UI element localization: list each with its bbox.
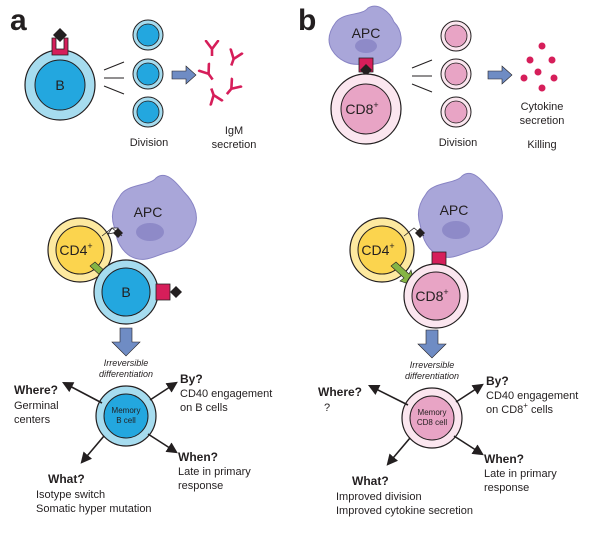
antigen-diamond-icon [360,64,372,76]
division-lines [411,59,433,93]
igm-antibody-icon [220,77,243,100]
when-answer-1: Late in primary [178,466,251,478]
igm-antibody-icon [224,48,244,69]
cytokine-dot-icon [538,42,546,50]
division-lines [103,61,125,95]
panel-b-top: APC CD8+ Division Cytokine secretion [328,5,565,151]
b-cell-label: B [121,284,130,300]
secretion-arrow [171,65,197,85]
cd8-label: CD8+ [345,100,378,117]
by-answer-1: CD40 engagement [180,388,272,400]
killing-label: Killing [527,139,556,151]
what-answer-1: Isotype switch [36,489,105,501]
by-question: By? [180,372,203,386]
memory-cd8-cell-inner [409,395,455,441]
receptor-icon [155,283,171,301]
when-question: When? [178,450,218,464]
igm-antibodies [197,40,244,106]
when-answer-2: response [178,480,223,492]
cd8-cell-label-memory: CD8 cell [417,418,447,427]
igm-label: IgM [225,125,243,137]
division-label: Division [439,137,478,149]
cytokine-dot-icon [548,56,556,64]
cytokine-dot-icon [520,74,528,82]
by-question: By? [486,374,509,388]
differentiation-label: differentiation [405,371,459,381]
apc-label: APC [440,202,469,218]
panel-a-top: B Division IgM secretion [24,19,257,151]
apc-label: APC [134,204,163,220]
memory-label: Memory [112,406,141,415]
cd4-cell-inner [357,225,407,275]
secretion-label: secretion [520,115,565,127]
memory-arrows [367,383,484,466]
what-answer-1: Improved division [336,491,422,503]
igm-antibody-icon [204,85,224,106]
when-answer-1: Late in primary [484,468,557,480]
igm-antibody-icon [204,40,220,56]
when-answer-2: response [484,482,529,494]
memory-b-cell-inner [103,393,149,439]
what-question: What? [48,472,85,486]
panel-b-bottom: APC CD4+ CD8+ Irreversible differentiati… [318,172,578,517]
memory-label: Memory [418,408,447,417]
where-answer: ? [324,402,330,414]
apc-nucleus [136,223,164,241]
where-answer-2: centers [14,414,51,426]
cytokine-dot-icon [538,84,546,92]
antigen-diamond-icon [113,228,123,238]
cytokine-label: Cytokine [521,101,564,113]
memory-arrows [62,381,178,464]
cd8-cell-inner [411,271,461,321]
b-cell-label-memory: B cell [116,416,136,425]
apc-nucleus [355,39,377,53]
what-answer-2: Somatic hyper mutation [36,503,152,515]
differentiation-arrow [417,329,447,359]
panel-a-bottom: APC CD4+ B Irreversible differentiation … [14,174,272,515]
by-answer-2: on CD8+ cells [486,401,554,416]
division-label: Division [130,137,169,149]
panel-b-letter: b [298,4,316,37]
apc-blob-icon [417,172,503,258]
cytokines [520,42,558,92]
apc-label: APC [352,25,381,41]
cytokine-dot-icon [534,68,542,76]
igm-antibody-icon [197,62,219,85]
antigen-diamond-icon [53,28,67,42]
secretion-label: secretion [212,139,257,151]
cd4-label: CD4+ [361,241,394,258]
b-cell-inner [101,267,151,317]
cytokine-dot-icon [550,74,558,82]
by-answer-1: CD40 engagement [486,390,578,402]
differentiation-arrow [111,327,141,357]
panel-a-letter: a [10,4,27,37]
when-question: When? [484,452,524,466]
antigen-diamond-icon [415,228,425,238]
irreversible-label: Irreversible [104,358,149,368]
apc-nucleus [442,221,470,239]
what-answer-2: Improved cytokine secretion [336,505,473,517]
where-question: Where? [318,385,362,399]
irreversible-label: Irreversible [410,360,455,370]
cd4-label: CD4+ [59,241,92,258]
cd4-cell-inner [55,225,105,275]
where-question: Where? [14,383,58,397]
b-cell-label: B [55,77,64,93]
where-answer-1: Germinal [14,400,59,412]
cytokine-dot-icon [526,56,534,64]
cd8-cell-inner [340,83,392,135]
daughter-cd8-cells [440,20,472,128]
by-answer-2: on B cells [180,402,228,414]
apc-blob-icon [328,5,402,65]
what-question: What? [352,474,389,488]
daughter-b-cells [132,19,164,128]
b-cell-activated: B [24,28,96,121]
secretion-arrow [487,65,513,85]
cd8-label: CD8+ [415,287,448,304]
differentiation-label: differentiation [99,369,153,379]
antigen-diamond-icon [170,286,182,298]
